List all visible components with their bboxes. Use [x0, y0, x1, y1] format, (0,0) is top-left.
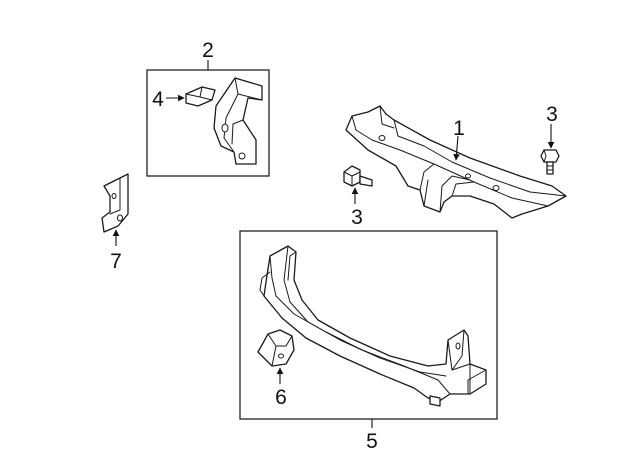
callout-2[interactable]: 2 [202, 39, 214, 62]
callout-3a[interactable]: 3 [546, 103, 558, 126]
part-5-lower-support[interactable] [259, 245, 487, 407]
callout-5[interactable]: 5 [366, 430, 378, 453]
part-7-side-bracket[interactable] [101, 173, 129, 233]
callout-3b[interactable]: 3 [351, 206, 363, 229]
group-5-frame [239, 230, 498, 420]
callout-1-leader [453, 135, 460, 161]
part-4-clip[interactable] [185, 86, 216, 107]
callout-4[interactable]: 4 [152, 88, 164, 111]
part-6-lower-bracket[interactable] [257, 329, 295, 367]
callout-1[interactable]: 1 [453, 117, 465, 140]
part-3-bolt-left[interactable] [343, 165, 373, 187]
callout-7[interactable]: 7 [110, 250, 122, 273]
part-3-bolt-right[interactable] [540, 149, 560, 175]
callout-6[interactable]: 6 [275, 386, 287, 409]
part-2-bracket[interactable] [213, 77, 263, 165]
part-1-upper-support[interactable] [345, 105, 567, 219]
